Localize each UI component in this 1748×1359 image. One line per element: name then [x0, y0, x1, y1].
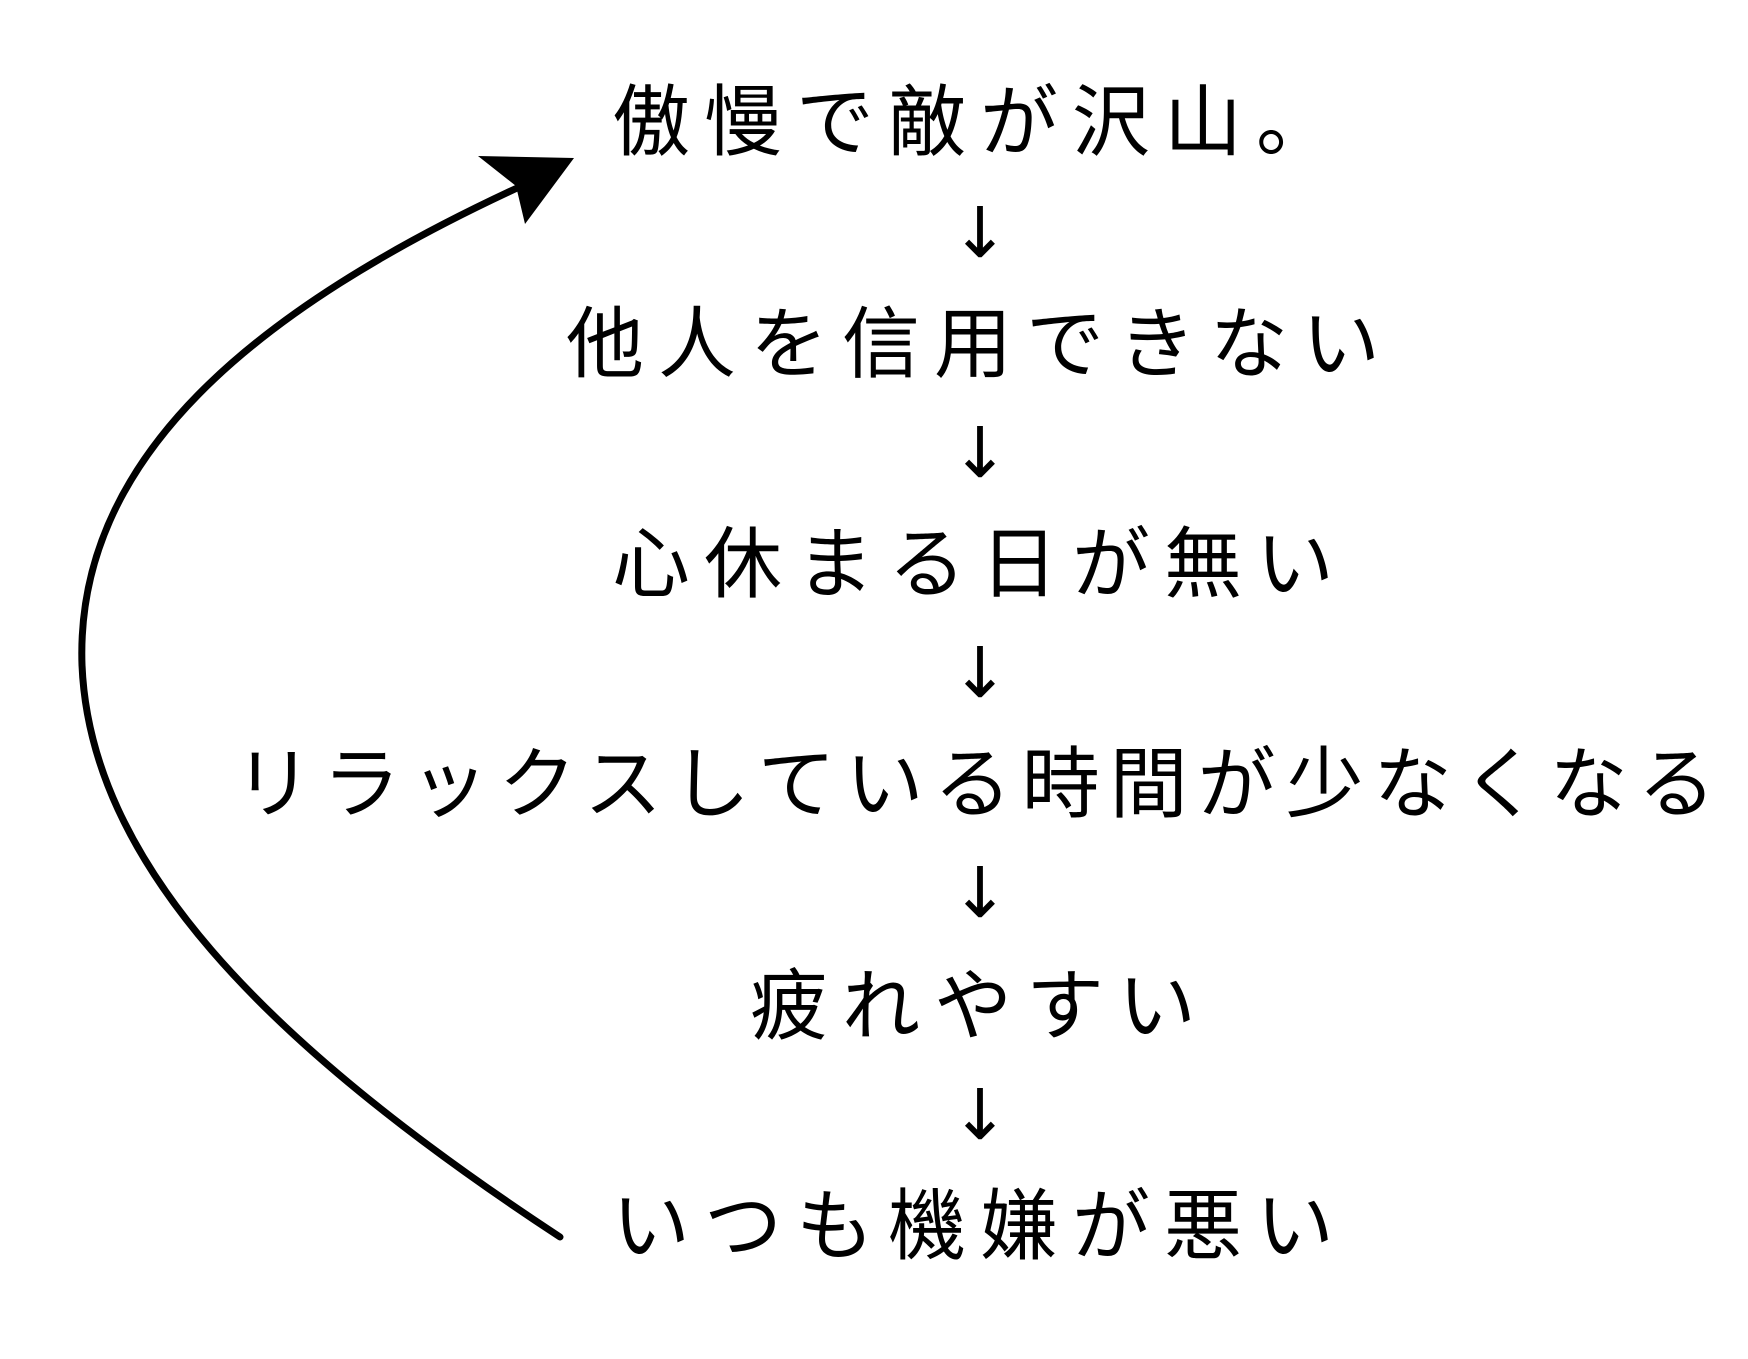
down-arrow-icon: ↓: [950, 412, 1010, 494]
step-tire-easily: 疲れやすい: [749, 962, 1210, 1052]
step-arrogant-many-enemies: 傲慢で敵が沢山。: [611, 78, 1348, 168]
loop-arrow-curve: [78, 179, 564, 1241]
step-no-restful-days: 心休まる日が無い: [611, 520, 1348, 610]
down-arrow-icon: ↓: [950, 632, 1010, 714]
down-arrow-icon: ↓: [950, 852, 1010, 934]
step-less-relaxing-time: リラックスしている時間が少なくなる: [234, 740, 1726, 830]
step-cannot-trust-others: 他人を信用できない: [565, 300, 1394, 390]
loop-arrowhead-icon: [478, 156, 574, 224]
down-arrow-icon: ↓: [950, 192, 1010, 274]
down-arrow-icon: ↓: [950, 1074, 1010, 1156]
step-always-bad-mood: いつも機嫌が悪い: [611, 1182, 1348, 1272]
